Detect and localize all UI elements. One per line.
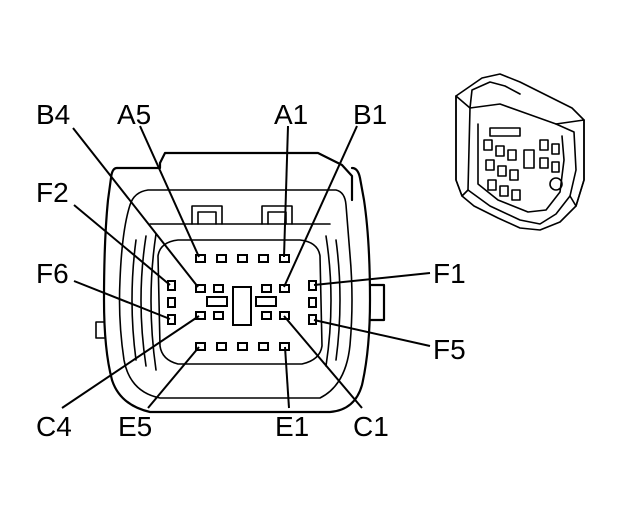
- leader-C1: [283, 315, 363, 409]
- pin-A4: [216, 254, 227, 263]
- connector-housing: [95, 151, 386, 414]
- leader-B1: [283, 125, 358, 288]
- iso-cavity-10: [539, 139, 549, 151]
- left-rib-3: [150, 233, 157, 371]
- left-rib-2: [140, 235, 147, 367]
- housing-left-shoulder: [115, 161, 162, 170]
- leader-F1: [313, 272, 431, 286]
- label-C4: C4: [36, 411, 72, 442]
- left-side-tab: [95, 321, 105, 339]
- label-E1: E1: [275, 411, 309, 442]
- latch-tab-right: [261, 205, 293, 225]
- right-rib-1: [335, 239, 341, 361]
- iso-top-face: [455, 95, 585, 125]
- leader-F5: [313, 319, 431, 347]
- pin-C1: [279, 311, 290, 320]
- label-F1: F1: [433, 258, 466, 289]
- pin-F3: [308, 297, 317, 308]
- iso-cavity-8: [499, 185, 509, 197]
- center-block-right: [255, 296, 277, 307]
- label-B1: B1: [353, 99, 387, 130]
- label-F2: F2: [36, 177, 69, 208]
- iso-cavity-9: [511, 189, 521, 201]
- leader-E5: [147, 346, 200, 409]
- pin-C3: [213, 311, 224, 320]
- pin-F4: [167, 297, 176, 308]
- leader-A5: [139, 125, 200, 258]
- pin-A5: [195, 254, 206, 263]
- label-A5: A5: [117, 99, 151, 130]
- pin-B3: [213, 284, 224, 293]
- label-B4: B4: [36, 99, 70, 130]
- pin-C4: [195, 311, 206, 320]
- label-A1: A1: [274, 99, 308, 130]
- iso-front-inner: [477, 123, 565, 213]
- pin-B2: [261, 284, 272, 293]
- iso-round-feature: [549, 177, 563, 191]
- iso-cavity-4: [485, 159, 495, 171]
- iso-cavity-13: [551, 161, 560, 173]
- leader-E1: [284, 346, 290, 409]
- latch-tab-left-inner: [197, 211, 217, 225]
- right-side-clip: [368, 283, 386, 322]
- iso-cavity-1: [483, 139, 493, 151]
- housing-outer: [102, 166, 372, 414]
- label-E5: E5: [118, 411, 152, 442]
- leader-F6: [73, 280, 171, 320]
- center-block-left: [206, 296, 228, 307]
- iso-cavity-5: [497, 165, 507, 177]
- iso-side-face: [455, 95, 469, 197]
- pin-A3: [237, 254, 248, 263]
- pin-E4: [216, 342, 227, 351]
- leader-C4: [61, 315, 200, 409]
- iso-center-key: [523, 149, 535, 169]
- iso-cavity-2: [495, 145, 505, 157]
- iso-front-face: [467, 107, 577, 225]
- label-F5: F5: [433, 334, 466, 365]
- pin-E5: [195, 342, 206, 351]
- pin-B4: [195, 284, 206, 293]
- label-C1: C1: [353, 411, 389, 442]
- pin-F2: [167, 280, 176, 291]
- iso-top-rim: [469, 81, 521, 109]
- cavity-field: [157, 239, 323, 365]
- iso-cavity-3: [507, 149, 517, 161]
- iso-cavity-11: [551, 143, 560, 155]
- leader-lines: [61, 125, 431, 409]
- left-rib-1: [131, 239, 137, 361]
- terminal-pins: [167, 254, 317, 351]
- iso-cavity-12: [539, 157, 549, 169]
- pin-C2: [261, 311, 272, 320]
- pin-E3: [237, 342, 248, 351]
- housing-inner-rim: [118, 189, 353, 399]
- iso-cavity-6: [509, 169, 519, 181]
- center-key: [232, 286, 252, 326]
- label-F6: F6: [36, 258, 69, 289]
- leader-B4: [72, 127, 199, 288]
- connector-isometric-view: [455, 73, 585, 231]
- iso-cavity-7: [487, 179, 497, 191]
- pin-labels: B4 A5 A1 B1 F2 F6 F1 F5 C4 E5 E1 C1: [36, 99, 466, 442]
- iso-latch: [489, 127, 521, 137]
- pin-A2: [258, 254, 269, 263]
- housing-top-band: [158, 151, 354, 202]
- leader-F2: [73, 204, 171, 286]
- iso-outer-body: [455, 73, 585, 231]
- right-rib-2: [325, 235, 332, 367]
- iso-right-side: [569, 119, 585, 207]
- latch-tab-left: [191, 205, 223, 225]
- leader-A1: [283, 125, 289, 258]
- latch-tab-right-inner: [267, 211, 287, 225]
- pin-E2: [258, 342, 269, 351]
- pin-F6: [167, 314, 176, 325]
